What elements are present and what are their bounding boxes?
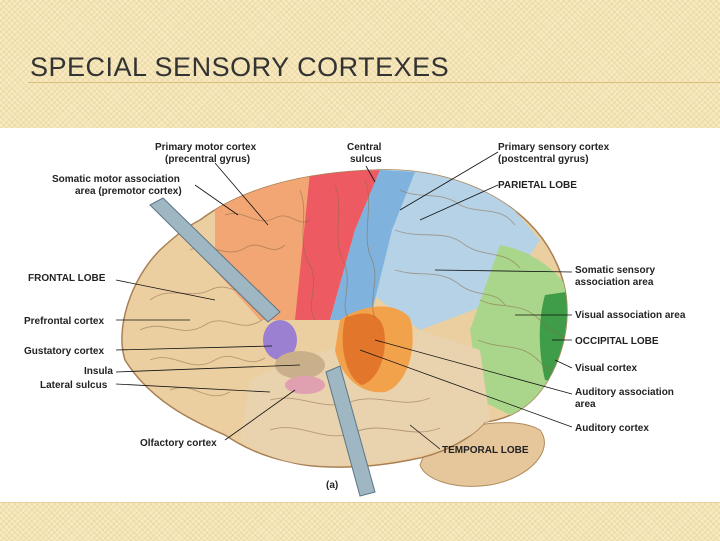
label-lateral-sulcus: Lateral sulcus xyxy=(40,380,108,391)
label-somatic-motor-association: Somatic motor association xyxy=(52,174,180,185)
brainstem-bar xyxy=(325,365,376,497)
bottom-decorative-band xyxy=(0,502,720,541)
title-underline xyxy=(28,82,720,83)
primary-motor-region xyxy=(295,170,380,320)
label-visual-cortex: Visual cortex xyxy=(575,363,638,374)
label-sulcus: sulcus xyxy=(350,154,382,165)
label-postcentral-gyrus: (postcentral gyrus) xyxy=(498,154,589,165)
label-visual-association-area: Visual association area xyxy=(575,310,686,321)
label-somatic-sensory: Somatic sensory xyxy=(575,265,655,276)
label-parietal-lobe: PARIETAL LOBE xyxy=(498,180,577,191)
leader-lines xyxy=(115,151,573,450)
lateral-sulcus-bar xyxy=(149,197,281,323)
top-decorative-band xyxy=(0,0,720,128)
visual-cortex-region xyxy=(539,290,567,385)
label-auditory-association-area: area xyxy=(575,399,596,410)
label-precentral-gyrus: (precentral gyrus) xyxy=(165,154,250,165)
label-association-area: association area xyxy=(575,277,654,288)
olfactory-region xyxy=(285,376,325,394)
label-frontal-lobe: FRONTAL LOBE xyxy=(28,273,106,284)
label-temporal-lobe: TEMPORAL LOBE xyxy=(442,445,529,456)
label-premotor-cortex: area (premotor cortex) xyxy=(75,186,182,197)
label-prefrontal-cortex: Prefrontal cortex xyxy=(24,316,104,327)
label-olfactory-cortex: Olfactory cortex xyxy=(140,438,217,449)
label-auditory-cortex: Auditory cortex xyxy=(575,423,649,434)
slide-title: SPECIAL SENSORY CORTEXES xyxy=(30,52,450,82)
label-primary-motor-cortex: Primary motor cortex xyxy=(155,142,257,153)
label-occipital-lobe: OCCIPITAL LOBE xyxy=(575,336,659,347)
gustatory-region xyxy=(263,320,297,360)
auditory-cortex-region xyxy=(342,313,385,385)
primary-sensory-region xyxy=(330,170,415,320)
label-central: Central xyxy=(347,142,382,153)
label-insula: Insula xyxy=(84,366,113,377)
panel-label: (a) xyxy=(326,480,338,491)
label-auditory-association: Auditory association xyxy=(575,387,674,398)
brain-diagram: Primary motor cortex (precentral gyrus) … xyxy=(0,128,720,502)
label-gustatory-cortex: Gustatory cortex xyxy=(24,346,104,357)
label-primary-sensory-cortex: Primary sensory cortex xyxy=(498,142,610,153)
